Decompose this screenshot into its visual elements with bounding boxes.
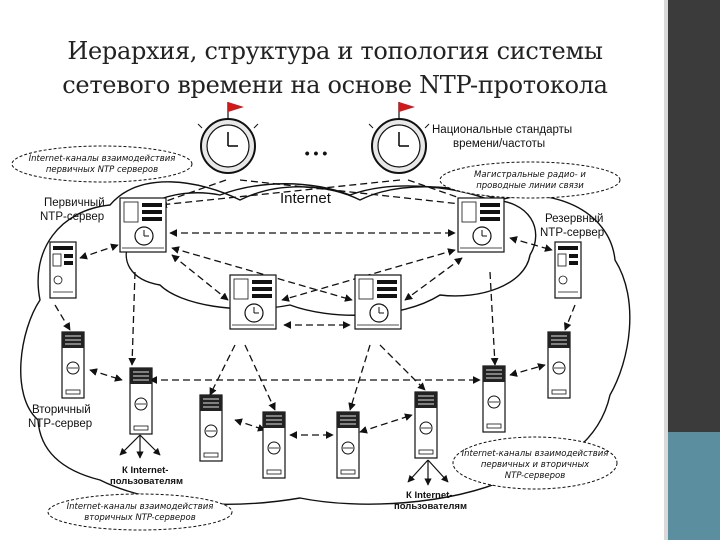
primary-channels-callout: Internet-каналы взаимодействия первичных…	[11, 145, 193, 183]
secondary-channels-callout: Internet-каналы взаимодействия вторичных…	[47, 493, 233, 531]
users-right-label-2: пользователям	[394, 501, 467, 512]
slide-title: Иерархия, структура и топология системы …	[40, 34, 630, 102]
title-line-1: Иерархия, структура и топология системы	[67, 37, 603, 65]
reference-clock-left	[197, 101, 259, 174]
secondary-server-label-2: NTP-сервер	[28, 418, 92, 430]
title-line-2: сетевого времени на основе NTP-протокола	[62, 71, 608, 99]
secondary-server-5	[336, 411, 360, 479]
primary-server-label-2: NTP-сервер	[40, 211, 104, 223]
national-standards-label-2: времени/частоты	[453, 138, 545, 150]
radio-channels-callout: Магистральные радио- и проводные линии с…	[439, 161, 621, 199]
side-divider	[664, 0, 668, 540]
primary-channels-label-2: первичных NTP серверов	[46, 165, 158, 175]
users-left-label-1: К Internet-	[122, 465, 168, 476]
users-left-label-2: пользователям	[110, 476, 183, 487]
primary-server-center-left	[229, 274, 277, 330]
backup-ntp-server	[457, 197, 505, 253]
secondary-ntp-server-left	[61, 331, 85, 399]
radio-channels-label-1: Магистральные радио- и	[474, 170, 586, 180]
primary-server-center-right	[354, 274, 402, 330]
reference-clock-right	[368, 101, 430, 174]
internet-label: Internet	[280, 190, 332, 207]
secondary-server-2	[129, 367, 153, 435]
secondary-server-right	[547, 331, 571, 399]
prim-sec-channels-label-1: Internet-каналы взаимодействия	[462, 449, 609, 459]
secondary-server-4	[262, 411, 286, 479]
secondary-server-label-1: Вторичный	[32, 404, 91, 416]
users-right-label-1: К Internet-	[406, 490, 452, 501]
secondary-server-3	[199, 394, 223, 462]
primary-channels-label-1: Internet-каналы взаимодействия	[29, 154, 176, 164]
connection-lines	[54, 179, 576, 439]
primary-server-workstation	[49, 241, 77, 299]
secondary-channels-label-1: Internet-каналы взаимодействия	[67, 502, 214, 512]
primary-ntp-server	[119, 197, 167, 253]
backup-server-label-2: NTP-сервер	[540, 227, 604, 239]
slide-side-accent	[668, 432, 720, 540]
clocks-ellipsis: • • •	[305, 145, 328, 161]
primary-server-label-1: Первичный	[44, 197, 105, 209]
radio-channels-label-2: проводные линии связи	[476, 181, 584, 191]
backup-server-workstation	[554, 241, 582, 299]
secondary-server-6	[414, 391, 438, 459]
backup-server-label-1: Резервный	[545, 213, 603, 225]
national-standards-label-1: Национальные стандарты	[432, 124, 572, 136]
internet-cloud-outer	[20, 181, 631, 505]
primary-secondary-channels-callout: Internet-каналы взаимодействия первичных…	[452, 436, 618, 490]
secondary-channels-label-2: вторичных NTP-серверов	[84, 513, 196, 523]
user-links	[119, 434, 449, 486]
prim-sec-channels-label-3: NTP-серверов	[505, 471, 565, 481]
prim-sec-channels-label-2: первичных и вторичных	[481, 460, 590, 470]
secondary-server-7	[482, 365, 506, 433]
